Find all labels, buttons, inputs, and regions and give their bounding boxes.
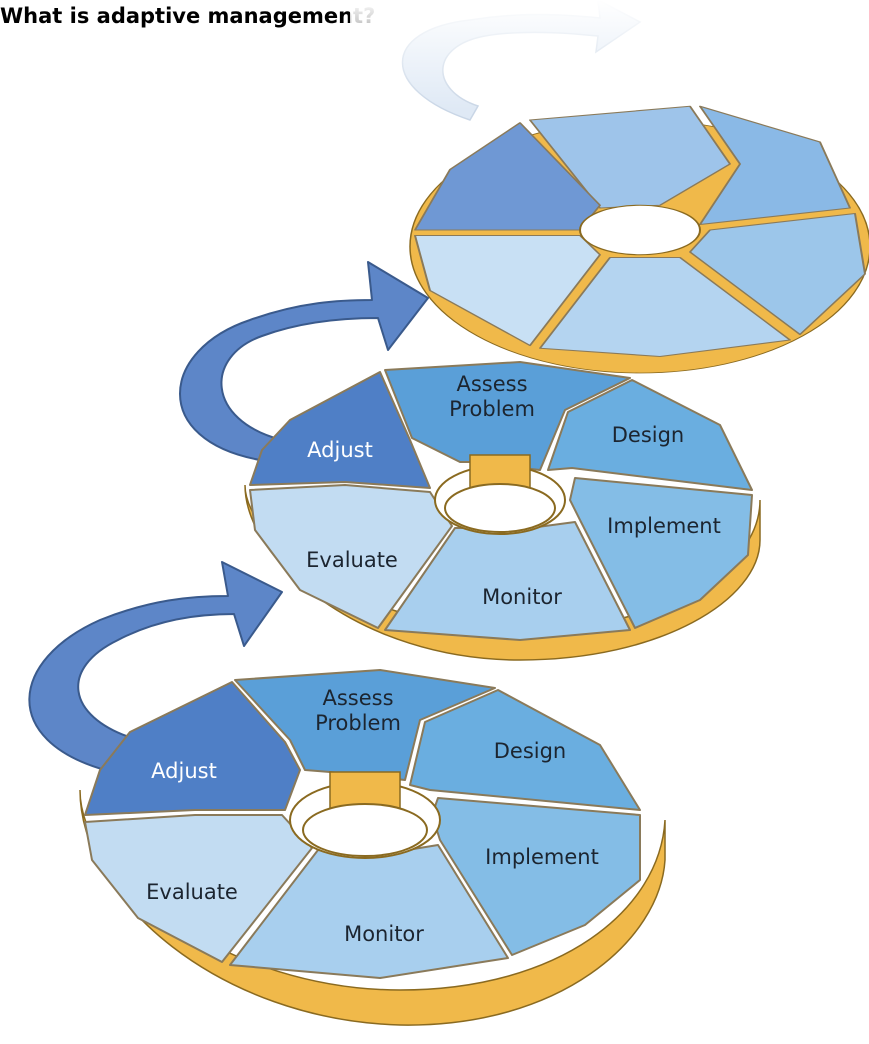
cycle-1-arrow	[28, 561, 283, 771]
label-line: Problem	[449, 397, 535, 421]
cycle-2-label-evaluate: Evaluate	[306, 548, 398, 572]
cycle-1-segment-design	[409, 689, 641, 811]
label-line: Problem	[315, 711, 401, 735]
cycle-2-label-adjust: Adjust	[307, 438, 373, 462]
page-title: What is adaptive management?	[0, 4, 376, 28]
cycle-2-arrow	[179, 261, 429, 461]
cycle-1-segment-adjust	[84, 681, 301, 816]
cycle-1-label-evaluate: Evaluate	[146, 880, 238, 904]
cycle-1-label-adjust: Adjust	[151, 759, 217, 783]
cycle-1-label-implement: Implement	[485, 845, 599, 869]
cycle-2-label-design: Design	[612, 423, 685, 447]
cycle-2-label-implement: Implement	[607, 514, 721, 538]
cycle-1-segment-implement	[431, 797, 641, 956]
cycle-3-segment-adjust	[414, 122, 601, 231]
cycle-3-segment-design	[699, 105, 851, 226]
cycle-1-label-design: Design	[494, 739, 567, 763]
cycle-1-segment-assess	[234, 669, 496, 781]
cycle-1-label-monitor: Monitor	[344, 922, 424, 946]
cycle-2-segment-assess	[384, 361, 631, 471]
cycle-2-segment-design	[547, 379, 753, 491]
cycle-2-label-monitor: Monitor	[482, 585, 562, 609]
label-line: Assess	[456, 372, 527, 396]
cycle-2-segment-adjust	[249, 371, 431, 489]
cycle-3-segment-implement	[689, 212, 866, 336]
cycle-3-segment-monitor	[539, 256, 791, 358]
cycle-3-segment-evaluate	[414, 234, 601, 347]
label-line: Assess	[322, 686, 393, 710]
cycle-2-segment-implement	[569, 477, 753, 629]
cycle-2-segment-monitor	[384, 521, 631, 641]
cycle-3	[409, 105, 869, 374]
